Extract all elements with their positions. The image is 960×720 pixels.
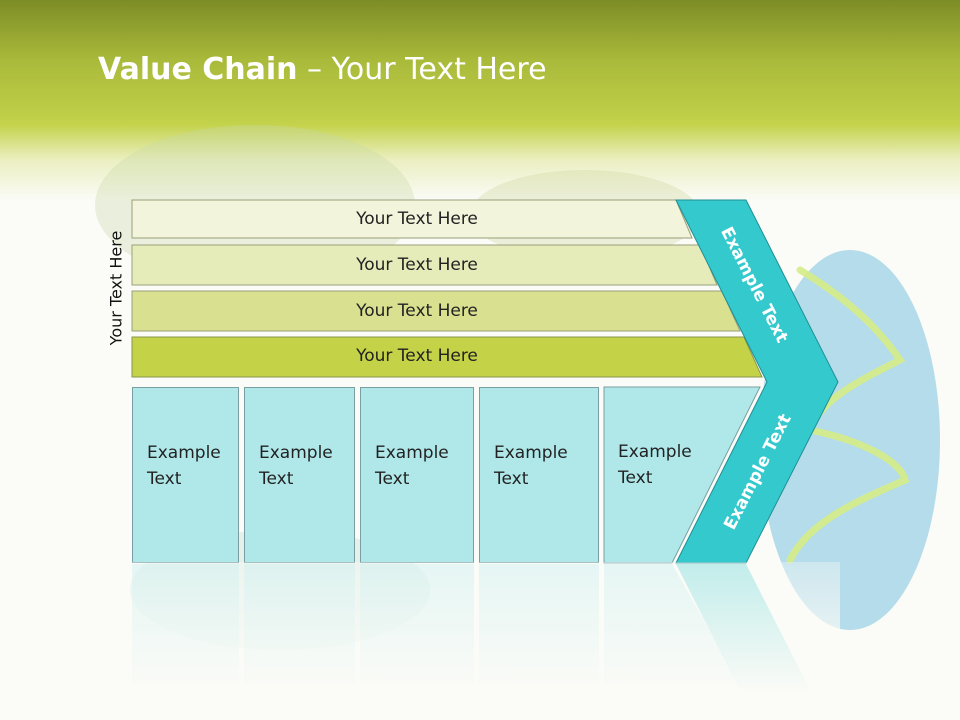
box-4-line2: Text: [494, 469, 529, 489]
reflect-box-4: [479, 564, 599, 684]
box-4: Example Text: [479, 387, 599, 563]
box-5: Example Text: [604, 387, 704, 563]
chevron-lower-label: Example Text: [720, 410, 796, 534]
band-2-label: Your Text Here: [356, 255, 478, 275]
band-3-label: Your Text Here: [356, 301, 478, 321]
box-2-line2: Text: [259, 469, 294, 489]
reflect-box-5: [604, 564, 740, 684]
title-bold: Value Chain: [98, 52, 298, 87]
band-4-label: Your Text Here: [356, 346, 478, 366]
box-2: Example Text: [244, 387, 355, 563]
box-4-line1: Example: [494, 443, 568, 463]
box-3-line1: Example: [375, 443, 449, 463]
box-3-line2: Text: [375, 469, 410, 489]
slide-title: Value Chain – Your Text Here: [98, 52, 547, 87]
box-5-line2: Text: [618, 468, 653, 488]
reflect-box-2: [244, 564, 355, 684]
reflect-box-1: [132, 564, 239, 684]
box-1-line2: Text: [147, 469, 182, 489]
box-3: Example Text: [360, 387, 474, 563]
box-1-line1: Example: [147, 443, 221, 463]
reflect-chevron: [676, 564, 810, 690]
chevron-upper-label: Example Text: [716, 223, 792, 347]
band-1-label: Your Text Here: [356, 209, 478, 229]
box-1: Example Text: [132, 387, 239, 563]
box-2-line1: Example: [259, 443, 333, 463]
side-label: Your Text Here: [106, 230, 126, 346]
reflect-box-3: [360, 564, 474, 684]
header-band: [0, 0, 960, 200]
box-5-line1: Example: [618, 442, 692, 462]
title-rest: – Your Text Here: [297, 52, 547, 87]
